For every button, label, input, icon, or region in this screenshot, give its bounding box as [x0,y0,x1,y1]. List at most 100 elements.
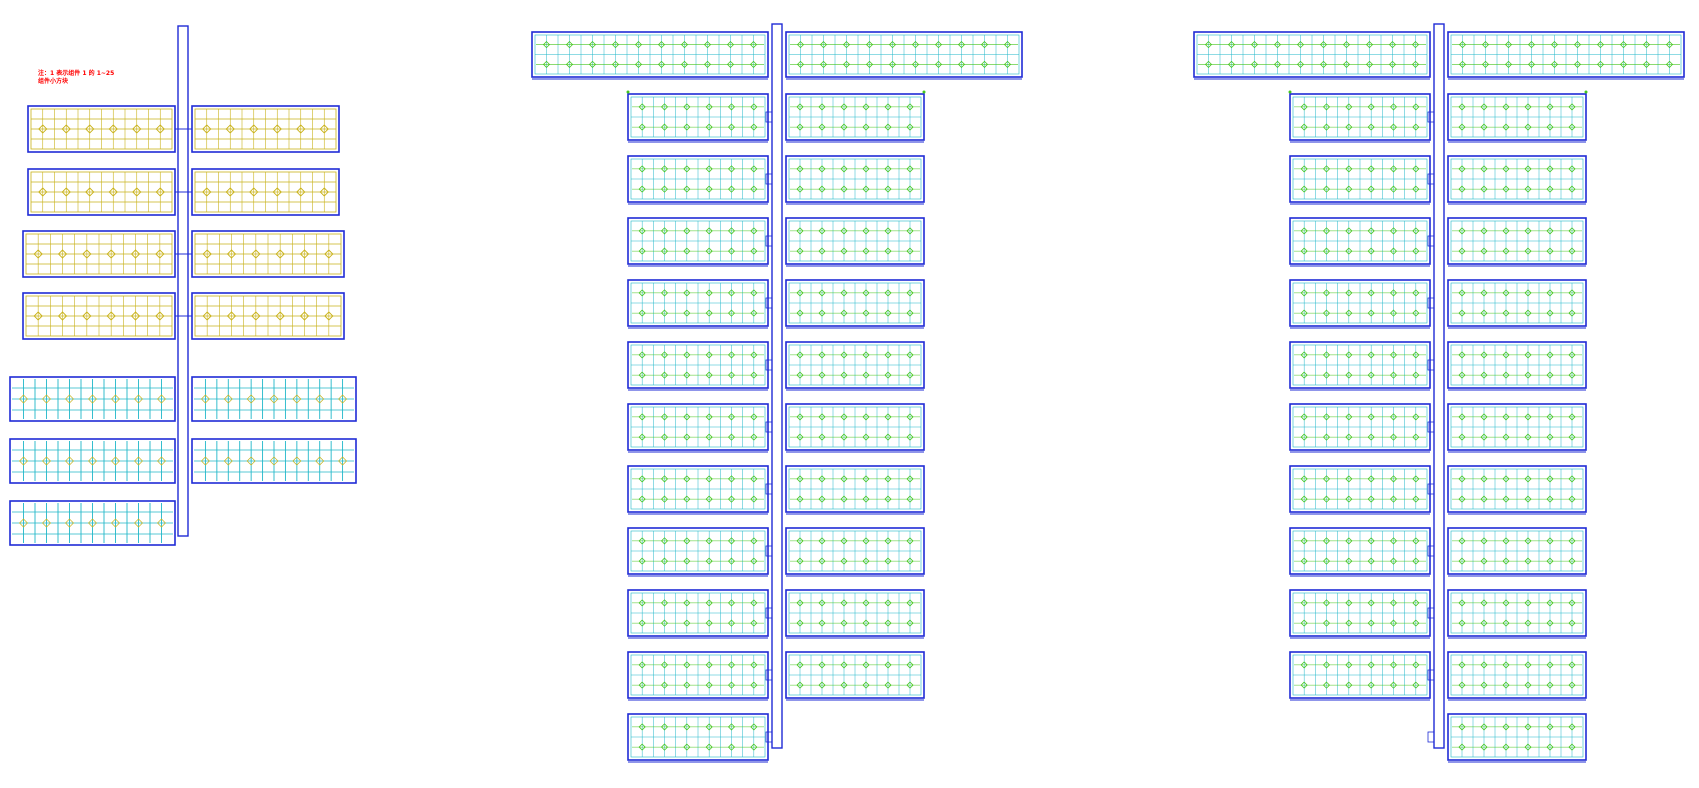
middle-block-4b-node [796,309,804,317]
right-block-4a-node [1389,309,1398,317]
right-block-10b-node [1568,661,1576,669]
right-block-10a-node [1322,681,1331,689]
middle-block-1b-node [840,103,848,111]
middle-block-9a-node [750,619,758,627]
middle-block-10b-node [862,681,870,689]
middle-block-11a-node [660,743,669,751]
right-block-4a-node [1322,309,1331,317]
right-block-1a-node [1345,103,1353,111]
right-block-3a-node [1389,247,1398,255]
left-yellow-block-1b-node [296,124,306,134]
left-yellow-block-2b-node [319,187,329,197]
middle-top-block-right-node [819,60,828,68]
right-block-11b-node [1458,723,1466,731]
right-block-10b-node [1502,681,1510,689]
right-trunk [1433,23,1445,749]
right-block-10a-node [1412,661,1420,669]
right-block-2a-node [1300,165,1308,173]
right-block-8a-node [1412,537,1420,545]
left-trunk [177,25,189,537]
middle-top-block-left [531,31,769,78]
right-block-6a-node [1322,433,1331,441]
right-top-block-right-node [1481,60,1490,68]
right-block-4a-node [1300,289,1308,297]
left-yellow-block-3a-node [57,249,68,259]
middle-top-block-right-node [888,60,897,68]
right-block-5b-node [1524,371,1532,379]
left-blue-block-2a-node [157,456,166,466]
right-combiner-9 [1427,607,1435,619]
middle-block-1b-node [796,123,804,131]
right-block-3b-node [1568,227,1576,235]
right-block-2a-node [1367,185,1375,193]
right-top-block-left-node [1319,41,1328,49]
middle-block-9a-node [705,599,713,607]
left-yellow-block-2a-node [85,187,95,197]
right-block-3a-node [1300,227,1308,235]
middle-block-10b-node [906,681,914,689]
middle-block-11a [627,713,769,761]
middle-block-4a-node [660,289,669,297]
right-block-5a-node [1300,371,1308,379]
middle-top-block-right-node [796,41,805,49]
right-top-block-left-node [1342,41,1351,49]
right-block-6a-node [1345,413,1353,421]
middle-block-4b-node [840,289,848,297]
right-combiner-7 [1427,483,1435,495]
right-block-8b-node [1502,537,1510,545]
middle-block-4a-node [683,309,691,317]
left-blue-block-1a [9,376,176,422]
middle-block-7a-node [660,475,669,483]
middle-block-4a-node [727,289,736,297]
right-block-9b [1447,589,1587,637]
middle-top-block-right-node [1003,41,1012,49]
left-yellow-block-2a-node [108,187,118,197]
middle-block-4a-node [750,309,758,317]
middle-block-8a-node [705,557,713,565]
middle-block-1a-node [683,123,691,131]
right-block-10b-node [1524,661,1532,669]
right-block-8b-node [1524,557,1532,565]
middle-block-9a-node [683,619,691,627]
middle-block-9a-node [727,599,736,607]
middle-block-10a-node [660,661,669,669]
left-yellow-block-3b-node [202,249,212,259]
middle-block-8b-node [840,537,848,545]
right-top-block-right-node [1665,41,1674,49]
middle-block-8a-node [660,557,669,565]
left-yellow-block-4a-node [106,311,116,321]
middle-block-6a-node [727,413,736,421]
middle-block-5a-node [750,351,758,359]
middle-block-1b-node [884,103,892,111]
right-block-6a-node [1300,413,1308,421]
middle-block-4b-node [862,289,870,297]
right-block-8a-node [1322,537,1331,545]
right-block-2a-node [1322,165,1331,173]
middle-block-5b-node [906,351,914,359]
middle-block-2b-node [884,185,892,193]
middle-block-7b-node [884,475,892,483]
right-block-1b-node [1502,123,1510,131]
middle-block-8a-node [727,537,736,545]
middle-block-5b-node [884,371,892,379]
right-block-4a-node [1412,309,1420,317]
right-top-block-left-node [1227,60,1236,68]
right-top-block-left-node [1250,41,1259,49]
middle-block-2a-node [727,165,736,173]
corner-marker-4 [1584,90,1588,94]
middle-block-10b-node [796,661,804,669]
left-blue-block-2a-node [111,456,120,466]
right-block-9b-node [1568,619,1576,627]
right-block-10b-node [1524,681,1532,689]
right-block-3a-node [1345,227,1353,235]
right-combiner-11 [1427,731,1435,743]
left-yellow-block-2b-node [249,187,259,197]
right-block-9b-node [1524,619,1532,627]
right-block-1a-node [1322,123,1331,131]
right-block-3a-node [1322,247,1331,255]
right-block-4a-node [1367,289,1375,297]
middle-block-5a-node [683,351,691,359]
middle-block-9a-node [660,599,669,607]
right-block-11b-node [1568,743,1576,751]
right-block-8b-node [1502,557,1510,565]
